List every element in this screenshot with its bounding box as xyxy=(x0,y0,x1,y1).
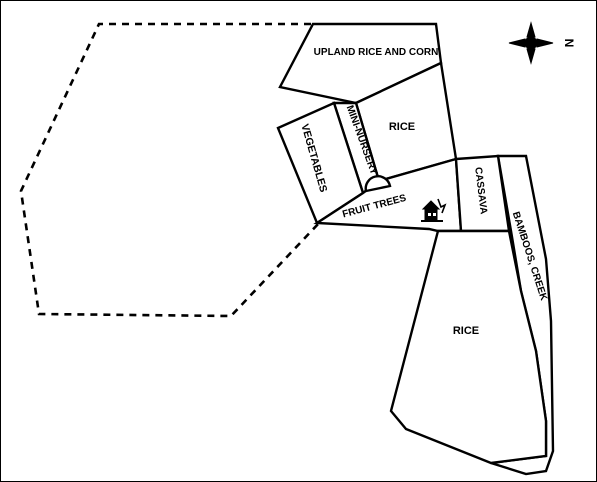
house-icon xyxy=(421,198,447,222)
plot-rice-south xyxy=(389,229,548,465)
label-rice-north: RICE xyxy=(389,121,415,133)
label-rice-south: RICE xyxy=(453,325,479,337)
nursery-dome xyxy=(364,175,392,193)
compass-rose xyxy=(508,21,554,65)
boundary-outline xyxy=(19,22,320,318)
label-upland-rice-corn: UPLAND RICE AND CORN xyxy=(314,47,439,58)
compass-north-label: N xyxy=(562,39,576,48)
